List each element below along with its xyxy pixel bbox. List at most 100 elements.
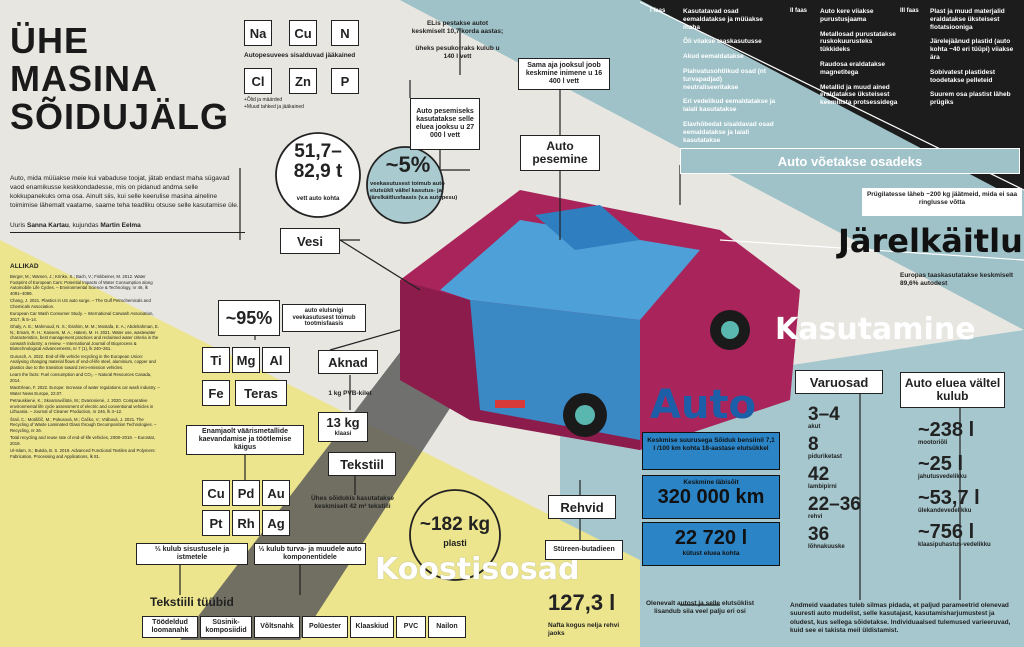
section-elu-kulub: Auto elu­ea vältel kulub [900, 372, 1005, 408]
title-line-1: ÜHE [10, 20, 90, 61]
spare-part-value: 8 [808, 434, 819, 455]
source-item: Chang, J. 2021. Plastics in US auto surg… [10, 298, 151, 309]
water-95pct-caption: auto elulsnigi veekasutusest toimub toot… [282, 304, 366, 332]
element-al: Al [262, 347, 290, 373]
spare-part-value: 36 [808, 524, 830, 545]
section-aknad: Aknad [318, 350, 378, 374]
lifetime-caption: ülekandevedelikku [918, 508, 972, 514]
textile-type-1: Töödeldud loomanahk [142, 616, 198, 638]
section-kasutamine: Kasutamine [775, 312, 976, 347]
water-95pct: ~95% [218, 300, 280, 336]
spare-part-caption: lõhnakuuske [808, 544, 845, 550]
wash-per-time: üheks pesukorraks kulub u 140 l vett [415, 45, 500, 60]
source-item: Berger, M.; Warsen, J.; Krinke, S.; Bach… [10, 274, 153, 296]
section-varuosad: Varuosad [795, 370, 883, 394]
human-water-box: Sama aja jooksul joob keskmine inimene u… [518, 58, 610, 90]
page-title: ÜHE MASINA SÕIDUJÄLG [10, 22, 229, 135]
phase-step: Akud eemaldatakse [683, 53, 744, 61]
textile-type-5: Klaaskiud [350, 616, 394, 638]
textile-type-6: PVC [396, 616, 426, 638]
phase-1-label: I faas [650, 8, 666, 14]
water-pct: ~5% [385, 152, 431, 177]
element-cu-2: Cu [202, 480, 230, 506]
element-mg: Mg [232, 347, 260, 373]
source-item: Ul-Islam, S.; Butola, B. S. 2019. Advanc… [10, 448, 156, 459]
spare-part-value: 22–36 [808, 494, 861, 515]
section-osadeks: Auto võetakse osadeks [680, 148, 1020, 174]
glass-box: 13 kg klaasi [318, 412, 368, 442]
element-ag: Ag [262, 510, 290, 536]
source-item: Petrauskienė, K.; Skvarnavičiūtė, M.; Dv… [10, 398, 154, 415]
phase-step: Sobivatest plastidest toodetakse pellete… [930, 68, 996, 84]
section-rehvid: Rehvid [548, 495, 616, 519]
car-illustration [400, 190, 800, 450]
fuel-box: 22 720 l kütust elu­ea kohta [642, 522, 780, 566]
phase-step: Kasutatavad osad eemaldatakse ja müüakse… [683, 8, 763, 31]
phase-step: Plahvatusohtlikud osad (nt turvapadjad) … [683, 67, 767, 91]
section-tekstiil: Tekstiil [328, 452, 396, 476]
source-item: Learn the facts: Fuel consumption and CO… [10, 372, 152, 383]
water-range-caption: vett auto kohta [296, 196, 340, 202]
section-auto: Auto [650, 382, 757, 428]
lifetime-caption: mootoriõli [918, 440, 948, 446]
element-rh: Rh [232, 510, 260, 536]
source-item: Total recycling and reuse rate of end-of… [10, 435, 155, 446]
byline: Uuris Sanna Kartau, kujundas Martin Eelm… [10, 222, 141, 229]
phase-step: Metallid ja muud ained eraldatakse ükste… [820, 83, 898, 107]
plastic-circle [409, 489, 501, 581]
textile-seats: ⅔ kulub sisustusele ja istmetele [136, 543, 248, 565]
element-teras: Teras [235, 380, 287, 406]
title-line-3: SÕIDUJÄLG [10, 95, 230, 137]
sources-list: Berger, M.; Warsen, J.; Krinke, S.; Bach… [10, 274, 160, 459]
element-na: Na [244, 20, 272, 46]
fuel-caption: kütust elu­ea kohta [682, 550, 740, 557]
lifetime-value: ~238 l [918, 419, 975, 441]
element-pt: Pt [202, 510, 230, 536]
pvb-film: 1 kg PVB-kilet [328, 390, 372, 397]
source-item: Gurusch, A. 2022. End-of-life vehicle re… [10, 353, 156, 370]
spare-part-value: 3–4 [808, 404, 840, 425]
title-line-2: MASINA [10, 57, 158, 99]
source-item: Ghaly, A. E.; Mahmoud, N. S.; Ibrahim, M… [10, 324, 159, 352]
fuel-value: 22 720 l [674, 527, 748, 549]
wash-elements-caption: Autopesuvees sisalduvad jääkained [244, 52, 356, 59]
landfill-box: Prügilatesse läheb ~200 kg jäätmeid, mid… [862, 188, 1022, 216]
wash-notes: +Õlid ja määrded +Muud tahked ja jääkain… [244, 97, 304, 110]
phase-step: Elavhõbedat sisaldavad osad eemaldatakse… [683, 120, 774, 144]
element-n: N [331, 20, 359, 46]
spare-part-caption: akut [808, 424, 821, 430]
element-fe: Fe [202, 380, 230, 406]
textile-type-2: Süsinik­komposiidid [200, 616, 252, 638]
textile-area: Ühes sõidukis kasutatakse keskmiselt 42 … [310, 495, 395, 510]
lifetime-caption: jahutusvedelikku [918, 474, 967, 480]
source-item: Šrail, C.; Motiščič, M.; Pokusová, M.; Č… [10, 416, 157, 433]
metals-note: Enamjaolt väärismetallide kaevandamise j… [186, 425, 304, 455]
phase-step: Metallosad purustatakse ruskokuurusteks … [820, 30, 896, 54]
fuel-consumption-box: Keskmise suurusega Sõiduk bensiinil 7,1 … [642, 432, 780, 470]
byline-divider [10, 232, 245, 233]
element-cu: Cu [289, 20, 317, 46]
spare-part-caption: lambipirni [808, 484, 837, 490]
water-pct-circle [366, 146, 444, 224]
section-vesi: Vesi [280, 228, 340, 254]
phase-step: Eri vedelikud eemaldatakse ja laiali kas… [683, 98, 776, 114]
tire-material: Stüreen-butadieen [545, 540, 623, 560]
sources-heading: ALLIKAD [10, 263, 39, 270]
element-ti: Ti [202, 347, 230, 373]
section-auto-pesemine: Auto pesemine [520, 135, 600, 171]
mileage-box: Keskmine läbisõit 320 000 km [642, 475, 780, 519]
footer-note: Andmeid vaadates tuleb silmas pidada, et… [790, 602, 1011, 635]
mileage-value: 320 000 km [657, 486, 765, 508]
element-cl: Cl [244, 68, 272, 94]
phase-1-steps: Kasutatavad osad eemaldatakse ja müüakse… [683, 8, 778, 151]
phase-step: Järelejäänud plastid (auto kohta ~40 eri… [930, 38, 1014, 61]
textile-type-7: Nailon [428, 616, 466, 638]
plastic-unit: plasti [443, 538, 467, 548]
